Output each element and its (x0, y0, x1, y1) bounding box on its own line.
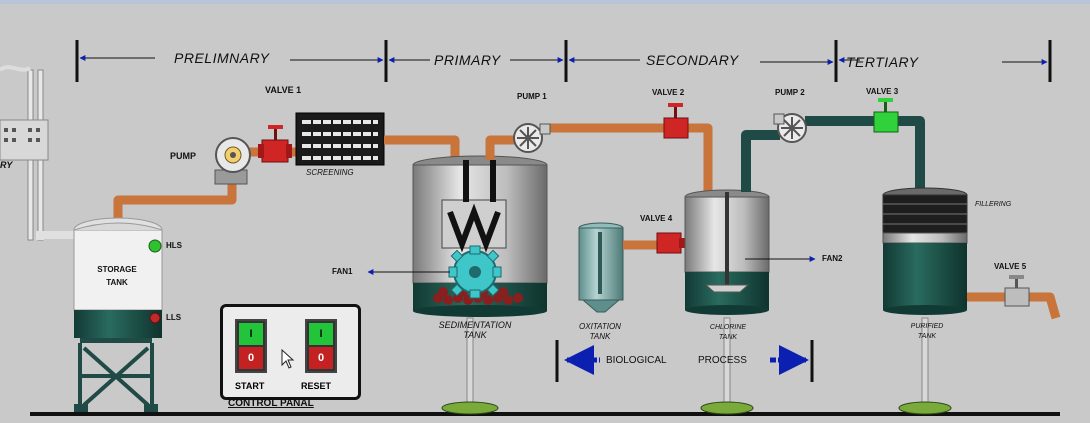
control-panel: I 0 I 0 START RESET (220, 304, 361, 400)
stage-dividers (75, 40, 1052, 82)
chlorine-tank-label: CHLORINE TANK (698, 323, 758, 343)
biological-label: BIOLOGICAL (606, 355, 667, 366)
valve-4-icon (656, 232, 687, 254)
valve-4-label: VALVE 4 (640, 214, 673, 223)
reset-switch[interactable]: I 0 (305, 319, 337, 373)
oxitation-tank (578, 222, 624, 313)
valve-5-icon (1004, 275, 1030, 307)
storage-tank-line2: TANK (106, 278, 128, 287)
gear-icon (448, 245, 502, 299)
pump-icon (214, 137, 251, 185)
valve-3-icon (873, 98, 899, 133)
storage-tank-line1: STORAGE (97, 265, 137, 274)
oxitation-tank-label: OXITATION TANK (568, 322, 632, 342)
pipe-orange-2 (384, 135, 460, 162)
stage-arrows (79, 55, 1048, 65)
lls-label: LLS (166, 313, 182, 322)
screening-icon (295, 112, 385, 166)
pump-2-icon (773, 113, 807, 143)
storage-tank (73, 217, 163, 412)
purified-tank-line2: TANK (917, 333, 937, 340)
storage-tank-label: STORAGE TANK (88, 263, 146, 289)
pump-label: PUMP (170, 151, 197, 161)
valve-1-label: VALVE 1 (265, 85, 302, 95)
pipe-teal (741, 116, 925, 192)
fan1-label: FAN1 (332, 267, 353, 276)
hls-label: HLS (166, 241, 182, 250)
valve-3-label: VALVE 3 (866, 87, 899, 96)
lls-indicator (149, 312, 161, 324)
cursor-icon (281, 349, 295, 369)
screening-label: SCREENING (306, 168, 354, 177)
start-label: START (235, 381, 265, 391)
stage-secondary: SECONDARY (646, 52, 739, 68)
chlorine-tank (684, 189, 770, 415)
left-building (0, 65, 49, 241)
biological-process-bar (555, 340, 814, 382)
stage-primary: PRIMARY (434, 52, 501, 68)
control-panel-title: CONTROL PANAL (228, 398, 314, 409)
purified-tank-label: PURIFIED TANK (897, 322, 957, 342)
valve-2-label: VALVE 2 (652, 88, 685, 97)
pipe-orange-1 (113, 147, 300, 228)
oxitation-tank-line1: OXITATION (579, 322, 621, 331)
start-switch[interactable]: I 0 (235, 319, 267, 373)
sedimentation-tank-line2: TANK (463, 330, 487, 340)
sedimentation-tank-label: SEDIMENTATION TANK (420, 320, 530, 340)
valve-1-icon (258, 125, 292, 163)
pump-1-label: PUMP 1 (517, 92, 547, 101)
stage-preliminary: PRELIMNARY (174, 50, 270, 66)
filtering-label: FILLERING (975, 201, 1012, 208)
purified-tank (882, 187, 968, 415)
fan2-label: FAN2 (822, 254, 843, 263)
partial-left-label: RY (0, 160, 13, 170)
valve-2-icon (663, 103, 689, 139)
chlorine-tank-line2: TANK (718, 334, 738, 341)
reset-label: RESET (301, 381, 332, 391)
purified-tank-line1: PURIFIED (910, 323, 944, 330)
ground-line (30, 412, 1060, 416)
pipe-orange-3 (485, 123, 713, 195)
reset-on-indicator[interactable]: I (309, 323, 333, 345)
chlorine-tank-line1: CHLORINE (709, 324, 747, 331)
start-on-indicator[interactable]: I (239, 323, 263, 345)
start-off-indicator[interactable]: 0 (239, 347, 263, 369)
reset-off-indicator[interactable]: 0 (309, 347, 333, 369)
sedimentation-tank-line1: SEDIMENTATION (438, 320, 512, 330)
pump-1-icon (513, 123, 551, 153)
pump-2-label: PUMP 2 (775, 88, 805, 97)
process-label: PROCESS (698, 355, 747, 366)
oxitation-tank-line2: TANK (589, 332, 611, 341)
stage-tertiary: TERTIARY (846, 54, 919, 70)
valve-5-label: VALVE 5 (994, 262, 1027, 271)
hls-indicator (148, 239, 162, 253)
pipe-orange-5 (967, 292, 1061, 320)
